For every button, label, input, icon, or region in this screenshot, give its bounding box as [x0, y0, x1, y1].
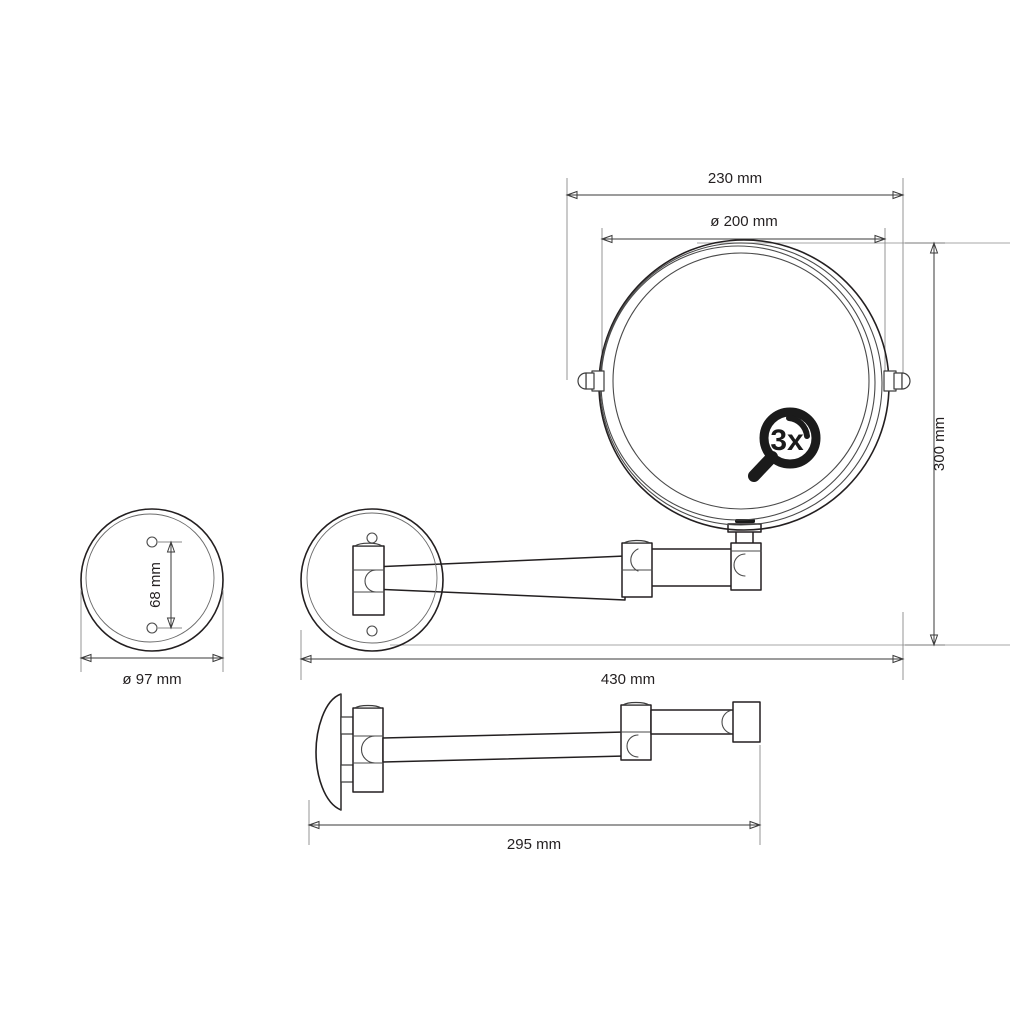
- dimension-overall-reach: 430 mm: [299, 612, 905, 688]
- side-wall-plate: [315, 693, 342, 811]
- detail-plate-inner-edge: [85, 513, 215, 643]
- magnification-badge: 3x: [748, 407, 821, 482]
- plate-outer-edge: [300, 508, 444, 652]
- dimension-side-reach: 295 mm: [307, 800, 762, 853]
- dim-label-mirror-diameter: ø 200 mm: [710, 213, 778, 230]
- dim-label-overall-height: 300 mm: [931, 417, 948, 471]
- wall-plate-detail-view: 68 mm ø 97 mm: [79, 508, 225, 688]
- detail-screw-hole-bottom: [146, 622, 158, 634]
- side-arm-segment-outer: [382, 731, 626, 763]
- dimension-hole-spacing: 68 mm: [147, 540, 182, 630]
- dim-label-overall-width: 230 mm: [708, 170, 762, 187]
- dim-label-side-reach: 295 mm: [507, 836, 561, 853]
- side-plate-tab-top: [340, 716, 354, 735]
- dimension-overall-width: 230 mm: [565, 170, 905, 380]
- arm-front-view: [372, 539, 762, 601]
- side-arm-elbow-joint: [620, 701, 652, 761]
- mirror-head-front-view: 3x: [577, 239, 911, 553]
- magnifier-icon: [748, 407, 821, 482]
- arm-elbow-joint: [621, 539, 653, 598]
- dimension-overall-height: 300 mm: [905, 241, 948, 647]
- detail-plate-outer-edge: [80, 508, 224, 652]
- side-hinge-barrel: [352, 704, 384, 793]
- dim-label-hole-spacing: 68 mm: [147, 562, 164, 608]
- magnification-label: 3x: [770, 424, 804, 457]
- mirror-pivot-left: [577, 370, 605, 392]
- dim-label-overall-reach: 430 mm: [601, 671, 655, 688]
- mirror-pivot-right: [883, 370, 911, 392]
- plate-inner-edge: [306, 512, 438, 644]
- dimension-plate-diameter: ø 97 mm: [79, 590, 225, 688]
- arm-segment-outer: [372, 555, 626, 601]
- plate-screw-hole-top: [366, 532, 378, 544]
- mirror-side-view: [315, 693, 761, 811]
- mirror-glass-edge: [612, 252, 870, 510]
- arm-mirror-joint: [730, 542, 762, 591]
- plate-screw-hole-bottom: [366, 625, 378, 637]
- plate-hinge-barrel: [352, 542, 385, 616]
- dim-label-plate-diameter: ø 97 mm: [122, 671, 181, 688]
- side-arm-terminal-block: [732, 701, 761, 743]
- detail-screw-hole-top: [146, 536, 158, 548]
- mirror-frame-inner-ring: [600, 245, 876, 521]
- arm-segment-inner: [639, 548, 736, 587]
- wall-plate-front-view: [300, 508, 444, 652]
- side-arm-end-notch: [721, 709, 735, 735]
- dimension-mirror-diameter: ø 200 mm: [600, 213, 887, 390]
- side-plate-tab-bottom: [340, 764, 354, 783]
